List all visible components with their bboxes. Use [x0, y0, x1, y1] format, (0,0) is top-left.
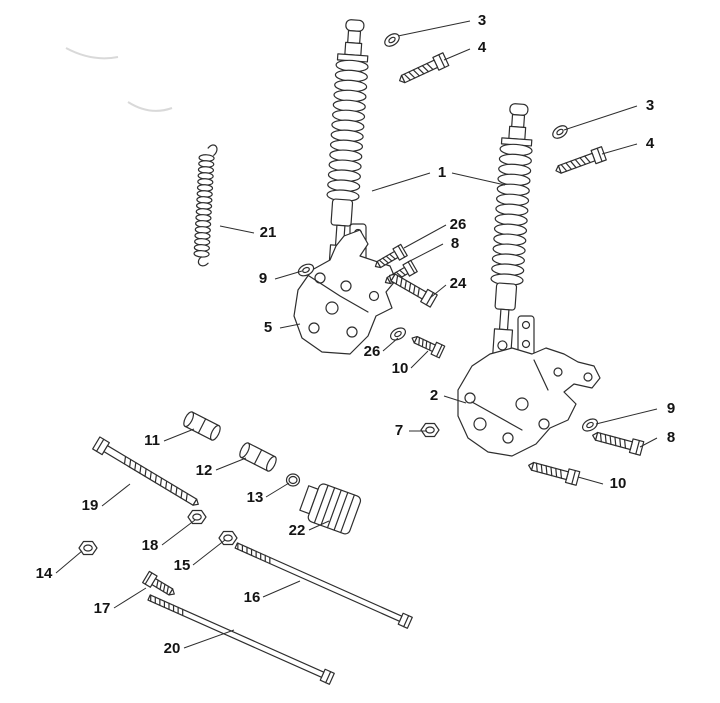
callout-15: 15: [174, 557, 191, 574]
callout-4-left: 4: [478, 39, 487, 56]
callout-24: 24: [450, 275, 467, 292]
bolt-19: [92, 436, 199, 506]
callout-8-right: 8: [667, 429, 675, 446]
watermark-marks: [65, 47, 173, 112]
callout-20: 20: [164, 640, 181, 657]
callout-12: 12: [196, 462, 213, 479]
callout-1: 1: [438, 164, 446, 181]
callout-9-left: 9: [259, 270, 267, 287]
washer-26-lower: [387, 324, 409, 344]
shock-strap-right: [517, 315, 535, 357]
bolt-8-right: [590, 427, 645, 456]
callout-26-lower: 26: [364, 343, 381, 360]
callout-19: 19: [82, 497, 99, 514]
callout-4-right: 4: [646, 135, 655, 152]
callout-9-right: 9: [667, 400, 675, 417]
bracket-2: [457, 347, 601, 457]
callouts: 3 4 3 4 1 26 8 9 24 21 5 26 10 2 9 7 8 1…: [36, 12, 676, 657]
rod-16: [234, 542, 413, 629]
nut-7: [420, 422, 440, 438]
plug-22: [299, 483, 362, 535]
washer-9-right: [579, 415, 601, 435]
callout-26-upper: 26: [450, 216, 467, 233]
callout-3-right: 3: [646, 97, 654, 114]
bolt-10-left: [408, 331, 446, 359]
spacer-12: [237, 440, 279, 474]
callout-8-left: 8: [451, 235, 459, 252]
nut-18: [187, 509, 207, 525]
callout-2: 2: [430, 387, 438, 404]
spacer-11: [181, 409, 223, 443]
oring-13: [285, 473, 301, 487]
callout-11: 11: [144, 432, 160, 449]
leader-lines: [55, 20, 658, 649]
bolt-4-left: [396, 52, 450, 88]
callout-14: 14: [36, 565, 53, 582]
bolt-17: [142, 570, 179, 601]
bracket-5: [293, 229, 397, 355]
callout-10-left: 10: [392, 360, 409, 377]
washer-3-left: [381, 30, 403, 50]
callout-18: 18: [142, 537, 159, 554]
callout-16: 16: [244, 589, 261, 606]
callout-7: 7: [395, 422, 403, 439]
nut-14: [78, 540, 98, 556]
callout-10-right: 10: [610, 475, 627, 492]
callout-22: 22: [289, 522, 306, 539]
tension-spring-21: [193, 144, 218, 267]
callout-13: 13: [247, 489, 264, 506]
callout-5: 5: [264, 319, 272, 336]
bolt-4-right: [552, 146, 607, 178]
bolt-10-right: [526, 457, 581, 486]
washer-3-right: [549, 122, 571, 142]
rod-20: [147, 594, 335, 685]
callout-21: 21: [260, 224, 277, 241]
callout-17: 17: [94, 600, 111, 617]
callout-3-left: 3: [478, 12, 486, 29]
